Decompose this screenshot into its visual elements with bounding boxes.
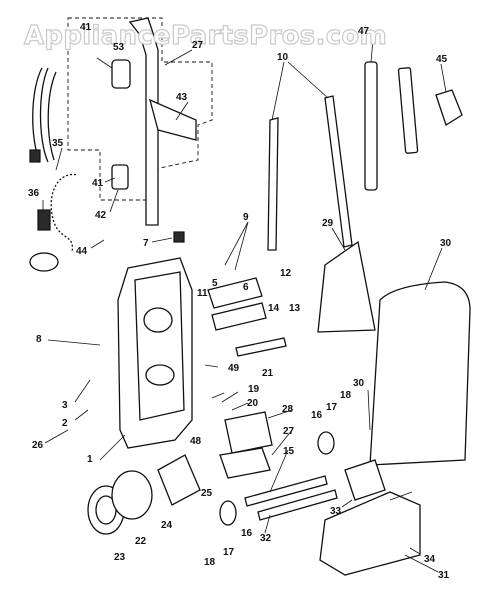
callout-8: 8: [36, 334, 42, 345]
callout-2: 2: [62, 418, 68, 429]
front-cover: [369, 281, 471, 466]
callout-43: 43: [176, 92, 188, 103]
motor: [87, 454, 201, 535]
handle-tube: [111, 17, 197, 243]
callout-7: 7: [143, 238, 149, 249]
watermark-logo: AppliancePartsPros.com: [24, 21, 387, 51]
callout-35: 35: [52, 138, 64, 149]
callout-18b: 18: [204, 557, 216, 568]
callout-41: 41: [80, 22, 92, 33]
callout-20: 20: [247, 398, 259, 409]
callout-42: 42: [95, 210, 107, 221]
callout-1: 1: [87, 454, 93, 465]
callout-25: 25: [201, 488, 213, 499]
power-cord: [29, 67, 57, 163]
callout-21: 21: [262, 368, 274, 379]
callout-32: 32: [260, 533, 272, 544]
crevice-tool: [364, 61, 419, 191]
callout-49: 49: [228, 363, 240, 374]
callout-15: 15: [283, 446, 295, 457]
callout-26: 26: [32, 440, 44, 451]
callout-9: 9: [243, 212, 249, 223]
callout-47: 47: [358, 26, 370, 37]
callout-36: 36: [28, 188, 40, 199]
wands: [267, 95, 353, 251]
rods: [207, 277, 338, 521]
callout-3: 3: [62, 400, 68, 411]
callout-16: 16: [311, 410, 323, 421]
callout-31: 31: [438, 570, 450, 581]
callout-18: 18: [340, 390, 352, 401]
callout-labels: 41 53 27 10 47 45 43 35 36 41 42 44 7 9 …: [28, 22, 452, 581]
callout-24: 24: [161, 520, 173, 531]
callout-17b: 17: [223, 547, 235, 558]
callout-17: 17: [326, 402, 338, 413]
callout-27: 27: [192, 40, 204, 51]
callout-19: 19: [248, 384, 260, 395]
callout-45: 45: [436, 54, 448, 65]
callout-30: 30: [440, 238, 452, 249]
callout-16b: 16: [241, 528, 253, 539]
callout-13: 13: [289, 303, 301, 314]
callout-22: 22: [135, 536, 147, 547]
callout-11: 11: [197, 288, 208, 299]
hose: [29, 173, 79, 272]
dusting-brush: [435, 89, 463, 126]
callout-6: 6: [243, 282, 249, 293]
callout-12: 12: [280, 268, 292, 279]
callout-53: 53: [113, 42, 125, 53]
callout-33: 33: [330, 506, 342, 517]
callout-28: 28: [282, 404, 294, 415]
callout-29: 29: [322, 218, 334, 229]
callout-48: 48: [190, 436, 202, 447]
callout-30b: 30: [353, 378, 365, 389]
callout-10: 10: [277, 52, 289, 63]
handle-assembly-outline: [67, 17, 213, 201]
callout-5: 5: [212, 278, 218, 289]
callout-27b: 27: [283, 426, 295, 437]
callout-34: 34: [424, 554, 436, 565]
wheels: [219, 431, 335, 526]
bottom-plate: [317, 240, 376, 333]
callout-23: 23: [114, 552, 126, 563]
filter: [219, 411, 273, 479]
leader-lines: [42, 39, 447, 573]
main-body: [117, 257, 193, 449]
base: [319, 459, 421, 576]
callout-44: 44: [76, 246, 88, 257]
callout-41b: 41: [92, 178, 104, 189]
callout-14: 14: [268, 303, 280, 314]
